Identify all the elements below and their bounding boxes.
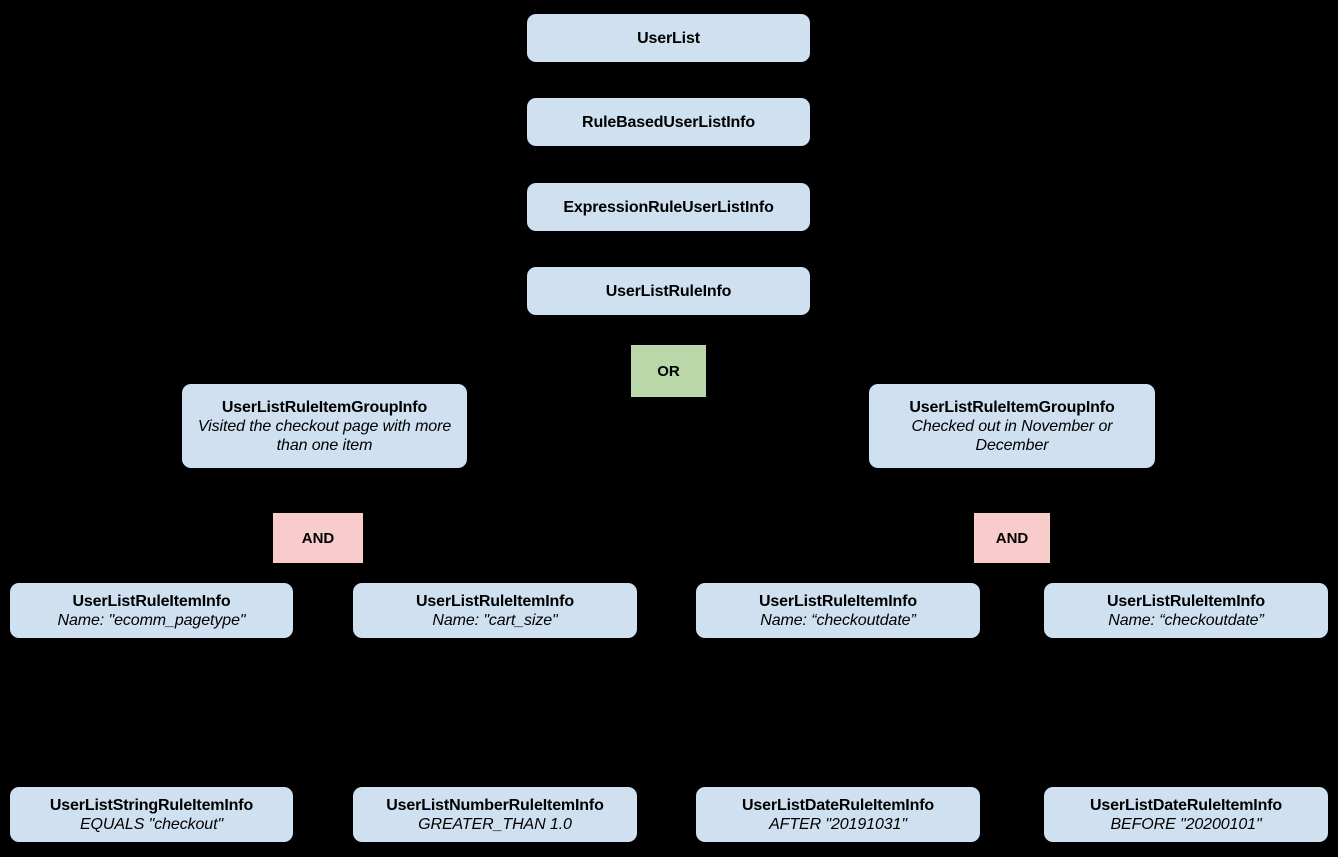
node-subtitle: AFTER "20191031" <box>769 815 907 833</box>
edge-group-right-to-item-checkoutdate-1 <box>837 467 1013 575</box>
node-subtitle: Visited the checkout page with more than… <box>197 417 452 454</box>
edge-arrowhead <box>831 777 845 791</box>
or-operator[interactable]: OR <box>631 345 706 397</box>
edge-arrowhead <box>1179 573 1193 587</box>
edge-arrowhead <box>144 777 159 791</box>
node-title: UserListDateRuleItemInfo <box>1090 796 1282 814</box>
node-expression-rule[interactable]: ExpressionRuleUserListInfo <box>527 183 810 231</box>
node-rule-based[interactable]: RuleBasedUserListInfo <box>527 98 810 146</box>
edge-arrowhead <box>317 374 332 388</box>
edge-user-list-rule-info-to-group-left <box>323 314 670 376</box>
edge-arrowhead <box>661 257 676 271</box>
node-subtitle: BEFORE "20200101" <box>1110 815 1262 833</box>
node-subtitle: Name: "cart_size" <box>432 611 558 629</box>
node-title: UserList <box>637 29 700 47</box>
and-operator-right[interactable]: AND <box>974 513 1050 563</box>
node-subtitle: Name: "ecomm_pagetype" <box>57 611 246 629</box>
edge-arrowhead <box>488 777 502 791</box>
and-operator-left[interactable]: AND <box>273 513 363 563</box>
node-subtitle: Name: “checkoutdate” <box>760 611 916 629</box>
edge-group-left-to-item-ecomm-pagetype <box>150 467 326 575</box>
node-title: UserListNumberRuleItemInfo <box>386 796 604 814</box>
edge-group-left-to-item-cart-size <box>323 467 496 575</box>
node-title: RuleBasedUserListInfo <box>582 113 755 131</box>
node-title: UserListRuleItemInfo <box>72 592 231 610</box>
node-title: UserListRuleItemGroupInfo <box>909 398 1115 416</box>
node-title: UserListDateRuleItemInfo <box>742 796 934 814</box>
edge-arrowhead <box>1005 374 1019 388</box>
edge-group-right-to-item-checkoutdate-2 <box>1011 467 1187 575</box>
node-title: ExpressionRuleUserListInfo <box>563 198 774 216</box>
node-subtitle: GREATER_THAN 1.0 <box>418 815 572 833</box>
node-title: UserListRuleItemInfo <box>759 592 917 610</box>
node-title: UserListRuleItemInfo <box>416 592 574 610</box>
edge-user-list-rule-info-to-group-right <box>667 314 1013 376</box>
node-title: UserListRuleItemInfo <box>1107 592 1265 610</box>
node-user-list-rule-info[interactable]: UserListRuleInfo <box>527 267 810 315</box>
node-subtitle: Checked out in November or December <box>911 417 1113 454</box>
edge-arrowhead <box>831 573 845 587</box>
node-subtitle: Name: “checkoutdate” <box>1108 611 1264 629</box>
node-user-list[interactable]: UserList <box>527 14 810 62</box>
node-title: UserListStringRuleItemInfo <box>49 796 254 814</box>
edge-arrowhead <box>661 173 676 187</box>
node-title: UserListRuleInfo <box>605 282 732 300</box>
node-subtitle: EQUALS "checkout" <box>79 815 224 833</box>
edge-arrowhead <box>144 573 159 587</box>
edge-arrowhead <box>1179 777 1193 791</box>
edge-arrowhead <box>661 88 676 102</box>
edge-arrowhead <box>488 573 502 587</box>
node-title: UserListRuleItemGroupInfo <box>221 398 428 416</box>
